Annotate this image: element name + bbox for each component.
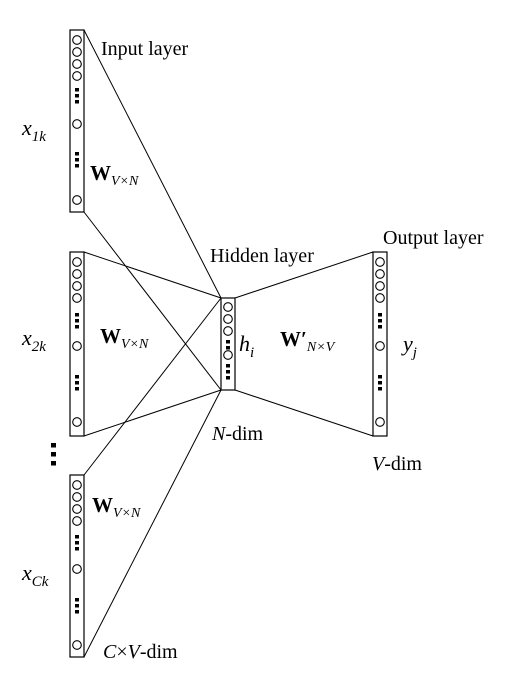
connection-line xyxy=(83,211,222,391)
weight-matrix-label-2: WV×N xyxy=(100,324,149,352)
connection-line xyxy=(83,297,222,476)
hidden-layer-label: Hidden layer xyxy=(210,245,314,267)
output-weight-matrix-label: W′N×V xyxy=(280,327,336,355)
connection-line xyxy=(83,389,222,658)
vertical-ellipsis-icon xyxy=(51,443,56,466)
x1k-label: x1k xyxy=(21,115,46,145)
connection-lines xyxy=(83,29,374,658)
x2k-label: x2k xyxy=(21,325,46,355)
output-variable-label: yj xyxy=(401,331,417,361)
output-dim-label: V-dim xyxy=(372,453,422,475)
connection-line xyxy=(83,29,222,299)
input-layer-label: Input layer xyxy=(101,38,189,60)
connection-line xyxy=(234,389,374,437)
output-vector xyxy=(372,251,388,437)
input-vector-c xyxy=(69,474,85,658)
output-layer-label: Output layer xyxy=(383,227,484,249)
input-dim-label: C×V-dim xyxy=(103,641,178,663)
input-vector-1 xyxy=(69,29,85,213)
xck-label: xCk xyxy=(21,560,49,590)
hidden-dim-label: N-dim xyxy=(211,423,264,445)
connection-line xyxy=(83,389,222,437)
weight-matrix-label-c: WV×N xyxy=(92,493,141,521)
input-vector-2 xyxy=(69,251,85,437)
hidden-variable-label: hi xyxy=(239,331,254,361)
connection-line xyxy=(83,251,222,299)
weight-matrix-label-1: WV×N xyxy=(90,161,139,189)
connection-line xyxy=(234,251,374,299)
hidden-vector xyxy=(220,297,236,391)
